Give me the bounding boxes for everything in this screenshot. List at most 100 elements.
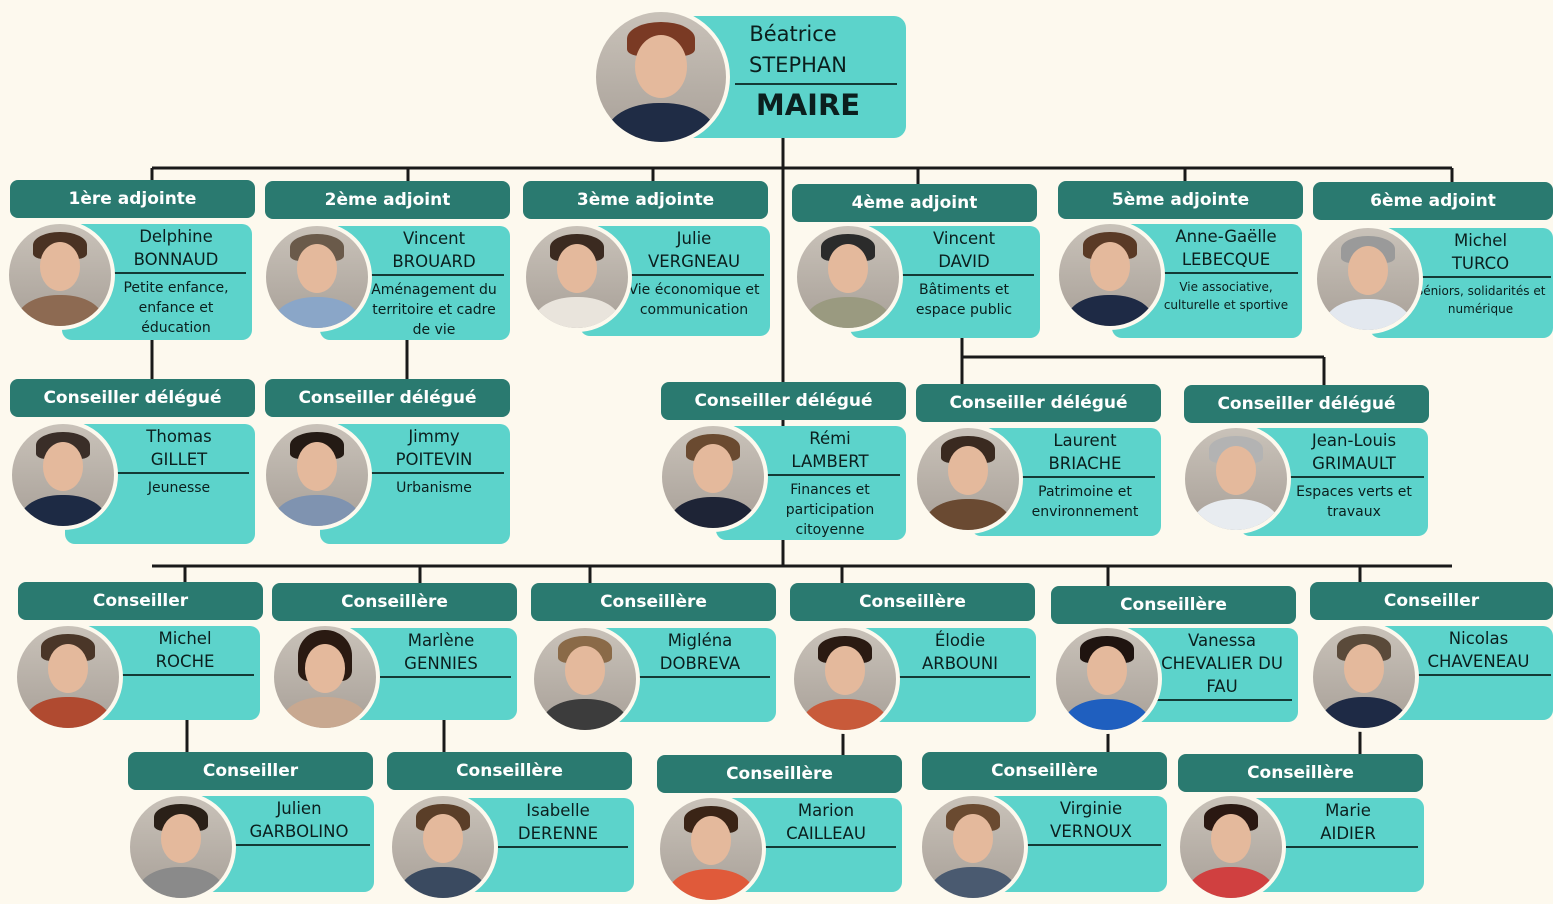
name-divider	[1278, 846, 1418, 848]
delegue-1-header: Conseiller délégué	[10, 379, 255, 417]
conseiller-5-photo	[1052, 624, 1162, 734]
first-name: Marie	[1325, 801, 1371, 820]
first-name: Jimmy	[408, 427, 460, 446]
delegue-3-header: Conseiller délégué	[661, 382, 906, 420]
conseiller-10-photo	[918, 792, 1028, 902]
last-name: POITEVIN	[395, 450, 473, 469]
name-divider	[228, 844, 370, 846]
role-text: Jeunesse	[147, 480, 211, 496]
delegue-4-photo	[913, 424, 1023, 534]
name-divider	[116, 674, 254, 676]
name-divider	[1021, 844, 1161, 846]
last-name: LEBECQUE	[1181, 250, 1271, 269]
name-divider	[735, 83, 897, 85]
conseiller-2-photo	[270, 622, 380, 732]
adjoint-1-header: 1ère adjointe	[10, 180, 255, 218]
conseiller-7-header: Conseiller	[128, 752, 373, 790]
conseiller-3-header: Conseillère	[531, 583, 776, 621]
delegue-5-photo	[1181, 424, 1291, 534]
last-name: CAILLEAU	[786, 824, 866, 843]
last-name: ARBOUNI	[921, 654, 999, 673]
role-text: Petite enfance, enfance et éducation	[123, 280, 229, 336]
name-divider	[756, 846, 896, 848]
adjoint-3-photo	[522, 222, 632, 332]
role-text: Vie associative, culturelle et sportive	[1163, 280, 1289, 312]
role-text: Vie économique et communication	[628, 282, 760, 318]
role-text: Espaces verts et travaux	[1296, 484, 1412, 520]
last-name: BONNAUD	[133, 250, 219, 269]
role-text: Patrimoine et environnement	[1031, 484, 1139, 520]
first-name: Julien	[276, 799, 322, 818]
adjoint-4-photo	[793, 222, 903, 332]
first-name: Michel	[1453, 231, 1508, 250]
adjoint-4-header: 4ème adjoint	[792, 184, 1037, 222]
delegue-5-header: Conseiller délégué	[1184, 385, 1429, 423]
conseiller-10-header: Conseillère	[922, 752, 1167, 790]
delegue-4-header: Conseiller délégué	[916, 384, 1161, 422]
role-text: Bâtiments et espace public	[915, 282, 1013, 318]
name-divider	[488, 846, 628, 848]
conseiller-1-photo	[13, 622, 123, 732]
name-divider	[106, 272, 246, 274]
delegue-3-photo	[658, 422, 768, 532]
first-name: Anne-Gaëlle	[1175, 227, 1277, 246]
last-name: GILLET	[150, 450, 208, 469]
last-name: VERNOUX	[1050, 822, 1132, 841]
conseiller-4-photo	[790, 624, 900, 734]
name-divider	[1015, 476, 1155, 478]
role-text: Finances et participation citoyenne	[785, 482, 875, 538]
last-name: AIDIER	[1320, 824, 1376, 843]
name-divider	[1152, 699, 1292, 701]
name-divider	[109, 472, 249, 474]
name-divider	[371, 676, 511, 678]
first-name: Vincent	[402, 229, 466, 248]
first-name: Marion	[797, 801, 855, 820]
conseiller-3-photo	[530, 624, 640, 734]
conseiller-4-header: Conseillère	[790, 583, 1035, 621]
conseiller-2-header: Conseillère	[272, 583, 517, 621]
first-name: Vincent	[932, 229, 996, 248]
role-text: Aménagement du territoire et cadre de vi…	[371, 282, 497, 338]
first-name: Rémi	[809, 429, 851, 448]
last-name: GARBOLINO	[249, 822, 349, 841]
last-name: CHAVENEAU	[1427, 652, 1530, 671]
last-name: ROCHE	[155, 652, 215, 671]
first-name: Julie	[676, 229, 712, 248]
adjoint-2-header: 2ème adjoint	[265, 181, 510, 219]
name-divider	[364, 274, 504, 276]
last-name: GENNIES	[404, 654, 478, 673]
last-name: GRIMAULT	[1312, 454, 1396, 473]
delegue-2-header: Conseiller délégué	[265, 379, 510, 417]
first-name: Isabelle	[526, 801, 590, 820]
mayor-title: MAIRE	[755, 88, 861, 122]
role-text: Urbanisme	[396, 480, 472, 496]
first-name: Delphine	[139, 227, 213, 246]
adjoint-1-photo	[5, 220, 115, 330]
conseiller-6-photo	[1309, 622, 1419, 732]
last-name: LAMBERT	[791, 452, 869, 471]
first-name: Virginie	[1059, 799, 1123, 818]
last-name: DERENNE	[517, 824, 599, 843]
name-divider	[1410, 276, 1551, 278]
conseiller-6-header: Conseiller	[1310, 582, 1553, 620]
first-name: Marlène	[407, 631, 475, 650]
name-divider	[630, 676, 770, 678]
role-text: Séniors, solidarités et numérique	[1415, 284, 1546, 316]
adjoint-5-photo	[1055, 220, 1165, 330]
last-name: DAVID	[938, 252, 990, 271]
name-divider	[760, 474, 900, 476]
first-name: Élodie	[934, 631, 986, 650]
mayor-last-name: STEPHAN	[749, 53, 847, 77]
name-divider	[894, 274, 1034, 276]
name-divider	[364, 472, 504, 474]
adjoint-2-photo	[262, 222, 372, 332]
adjoint-3-header: 3ème adjointe	[523, 181, 768, 219]
first-name: Vanessa	[1187, 631, 1257, 650]
adjoint-5-header: 5ème adjointe	[1058, 181, 1303, 219]
delegue-2-photo	[262, 420, 372, 530]
adjoint-6-header: 6ème adjoint	[1313, 182, 1553, 220]
last-name: CHEVALIER DU FAU	[1161, 654, 1283, 696]
conseiller-5-header: Conseillère	[1051, 586, 1296, 624]
mayor-first-name: Béatrice	[749, 22, 837, 46]
